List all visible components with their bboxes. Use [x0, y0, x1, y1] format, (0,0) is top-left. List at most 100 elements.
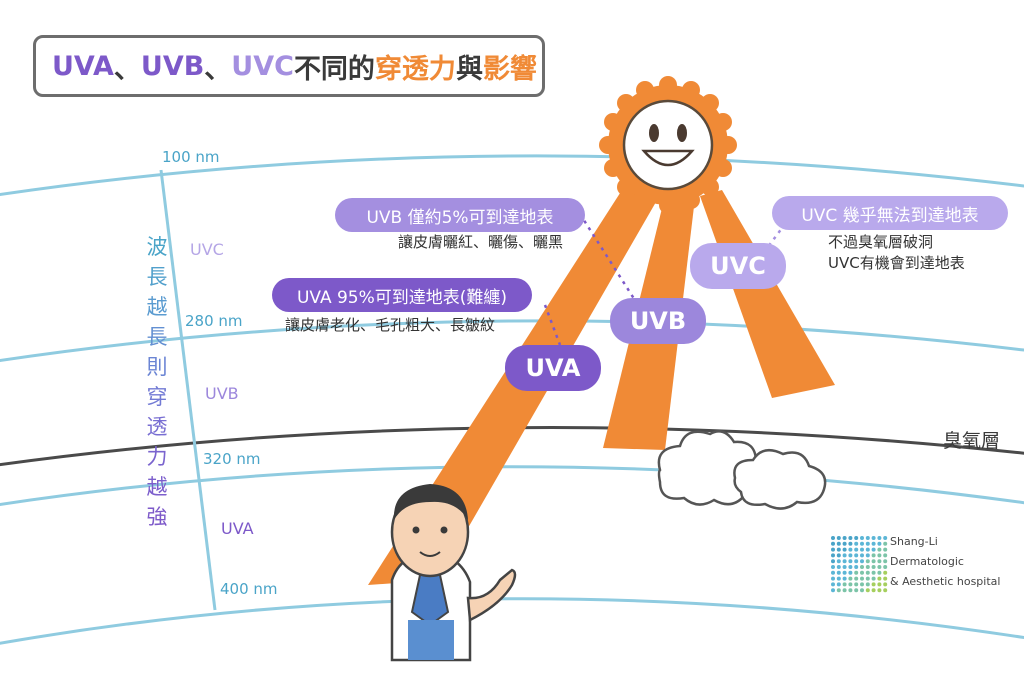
hospital-logo-text: Shang-Li Dermatologic & Aesthetic hospit…: [890, 532, 1000, 592]
logo-dot: [865, 553, 870, 558]
logo-dot: [848, 536, 853, 540]
logo-dot: [831, 570, 835, 575]
atmosphere-line-280nm: [0, 319, 1024, 363]
logo-dot: [865, 570, 870, 575]
vertical-char: 透: [146, 415, 168, 439]
logo-line: & Aesthetic hospital: [890, 575, 1001, 588]
band-label-uva: UVA: [221, 519, 254, 538]
logo-dot: [831, 588, 835, 593]
logo-dot: [848, 588, 853, 593]
logo-dot: [877, 547, 882, 552]
logo-dot: [854, 570, 859, 575]
logo-dot: [836, 536, 841, 540]
hospital-logo-icon: [831, 536, 888, 593]
logo-dot: [877, 570, 882, 575]
logo-dot: [865, 536, 870, 540]
logo-dot: [854, 559, 859, 564]
logo-dot: [883, 553, 888, 558]
logo-dot: [871, 576, 876, 581]
logo-dot: [860, 576, 864, 581]
logo-dot: [842, 541, 847, 546]
logo-dot: [860, 565, 864, 569]
vertical-char: 力: [146, 445, 168, 469]
logo-dot: [871, 582, 876, 587]
logo-dot: [860, 588, 864, 593]
logo-dot: [854, 576, 859, 581]
logo-dot: [865, 588, 870, 593]
logo-dot: [848, 559, 853, 564]
logo-dot: [831, 536, 835, 540]
uvb-leader: [578, 213, 640, 306]
logo-dot: [831, 565, 835, 569]
vertical-char: 長: [146, 265, 168, 289]
logo-dot: [860, 536, 864, 540]
logo-dot: [883, 559, 888, 564]
uvc-callout-desc-line2: UVC有機會到達地表: [828, 254, 965, 272]
title-diff: 不同的: [293, 53, 375, 85]
logo-dot: [836, 559, 841, 564]
sun-icon: [599, 76, 737, 214]
title-uvc: UVC: [231, 50, 294, 82]
band-label-uvb: UVB: [205, 384, 239, 403]
cloud-icon: [657, 430, 827, 510]
logo-dot: [871, 559, 876, 564]
logo-dot: [877, 588, 882, 593]
atmosphere-line-320nm: [0, 465, 1024, 507]
title-penetration: 穿透力: [374, 53, 456, 85]
logo-dot: [848, 541, 853, 546]
logo-dot: [842, 565, 847, 569]
logo-dot: [877, 565, 882, 569]
logo-dot: [848, 565, 853, 569]
logo-dot: [877, 576, 882, 581]
logo-dot: [842, 536, 847, 540]
vertical-char: 穿: [146, 385, 168, 409]
logo-dot: [842, 547, 847, 552]
logo-dot: [854, 547, 859, 552]
logo-dot: [865, 565, 870, 569]
logo-dot: [883, 582, 888, 587]
uvc-callout-desc-line1: 不過臭氧層破洞: [828, 233, 934, 251]
logo-dot: [831, 553, 835, 558]
logo-dot: [871, 570, 876, 575]
uvc-ray: [700, 190, 835, 398]
vertical-char: 波: [146, 235, 168, 259]
title-effect: 影響: [482, 53, 537, 85]
logo-dot: [831, 559, 835, 564]
logo-dot: [848, 582, 853, 587]
logo-dot: [848, 570, 853, 575]
logo-dot: [836, 541, 841, 546]
logo-dot: [877, 553, 882, 558]
logo-dot: [871, 553, 876, 558]
logo-dot: [854, 541, 859, 546]
title-sep: 、: [113, 53, 141, 85]
logo-dot: [842, 570, 847, 575]
band-label-uvc: UVC: [190, 240, 224, 259]
logo-dot: [865, 541, 870, 546]
logo-dot: [848, 547, 853, 552]
uvb-ray-tag: UVB: [610, 298, 706, 344]
doctor-illustration: [390, 484, 517, 662]
title-uvb: UVB: [140, 50, 205, 82]
logo-dot: [871, 536, 876, 540]
logo-dot: [877, 536, 882, 540]
atmosphere-line-400nm: [0, 597, 1024, 645]
vertical-char: 長: [146, 325, 168, 349]
wavelength-axis: [159, 169, 217, 611]
uva-callout-pill: UVA 95%可到達地表(難纏): [272, 278, 532, 312]
uvb-callout-pill: UVB 僅約5%可到達地表: [335, 198, 585, 232]
vertical-char: 越: [146, 295, 168, 319]
logo-dot: [883, 565, 888, 569]
logo-dot: [842, 553, 847, 558]
uvc-callout-pill: UVC 幾乎無法到達地表: [772, 196, 1008, 230]
logo-dot: [883, 570, 888, 575]
uvb-callout-desc: 讓皮膚曬紅、曬傷、曬黑: [398, 233, 564, 251]
logo-dot: [842, 559, 847, 564]
logo-dot: [836, 553, 841, 558]
logo-dot: [883, 536, 888, 540]
logo-dot: [831, 576, 835, 581]
logo-dot: [854, 588, 859, 593]
logo-dot: [877, 541, 882, 546]
title-uva: UVA: [52, 50, 114, 82]
logo-dot: [865, 582, 870, 587]
